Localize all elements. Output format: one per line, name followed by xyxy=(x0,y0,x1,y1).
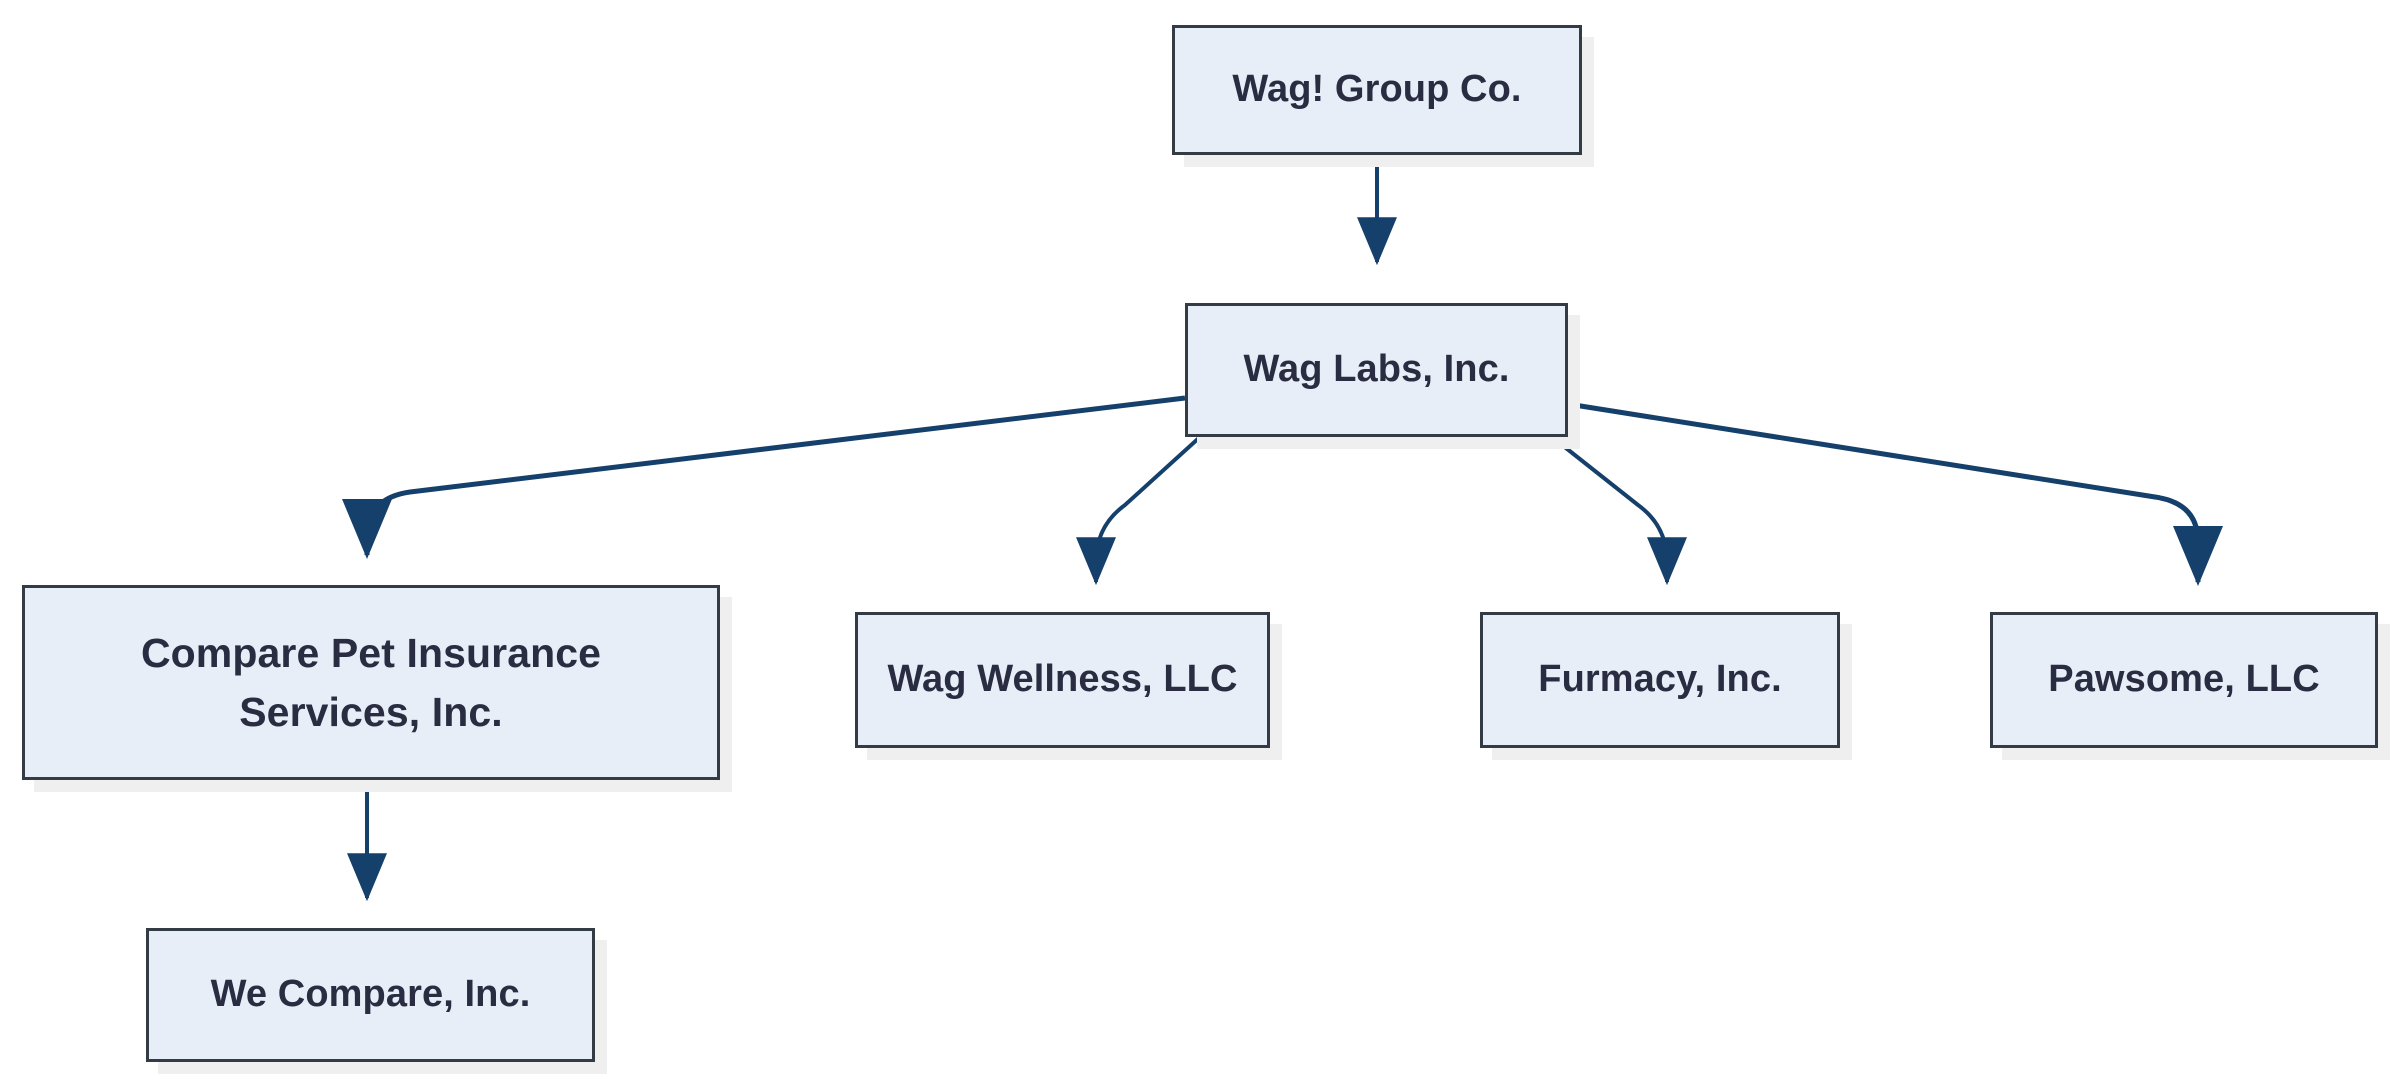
edge-labs-to-furmacy xyxy=(1550,435,1687,586)
node-wag-group-co[interactable]: Wag! Group Co. xyxy=(1172,25,1582,155)
node-label-wag-group-co: Wag! Group Co. xyxy=(1232,68,1522,111)
node-wag-labs-inc[interactable]: Wag Labs, Inc. xyxy=(1185,303,1568,437)
node-we-compare-inc[interactable]: We Compare, Inc. xyxy=(146,928,595,1062)
node-wag-wellness-llc[interactable]: Wag Wellness, LLC xyxy=(855,612,1270,748)
node-label-we-compare-inc: We Compare, Inc. xyxy=(210,973,531,1016)
edge-labs-to-pawsome xyxy=(1567,401,2223,587)
node-label-wag-labs-inc: Wag Labs, Inc. xyxy=(1243,348,1510,391)
node-label-furmacy-inc: Furmacy, Inc. xyxy=(1538,658,1782,701)
edge-labs-to-wag-wellness xyxy=(1076,435,1202,586)
node-pawsome-llc[interactable]: Pawsome, LLC xyxy=(1990,612,2378,748)
node-label-pawsome-llc: Pawsome, LLC xyxy=(2048,658,2320,701)
node-compare-pet-insurance-services-inc[interactable]: Compare Pet Insurance Services, Inc. xyxy=(22,585,720,780)
node-furmacy-inc[interactable]: Furmacy, Inc. xyxy=(1480,612,1840,748)
node-label-compare-pet-insurance-services-inc: Compare Pet Insurance Services, Inc. xyxy=(140,630,602,735)
node-label-wag-wellness-llc: Wag Wellness, LLC xyxy=(887,658,1238,701)
edge-labs-to-compare-pet-insurance xyxy=(342,395,1186,560)
